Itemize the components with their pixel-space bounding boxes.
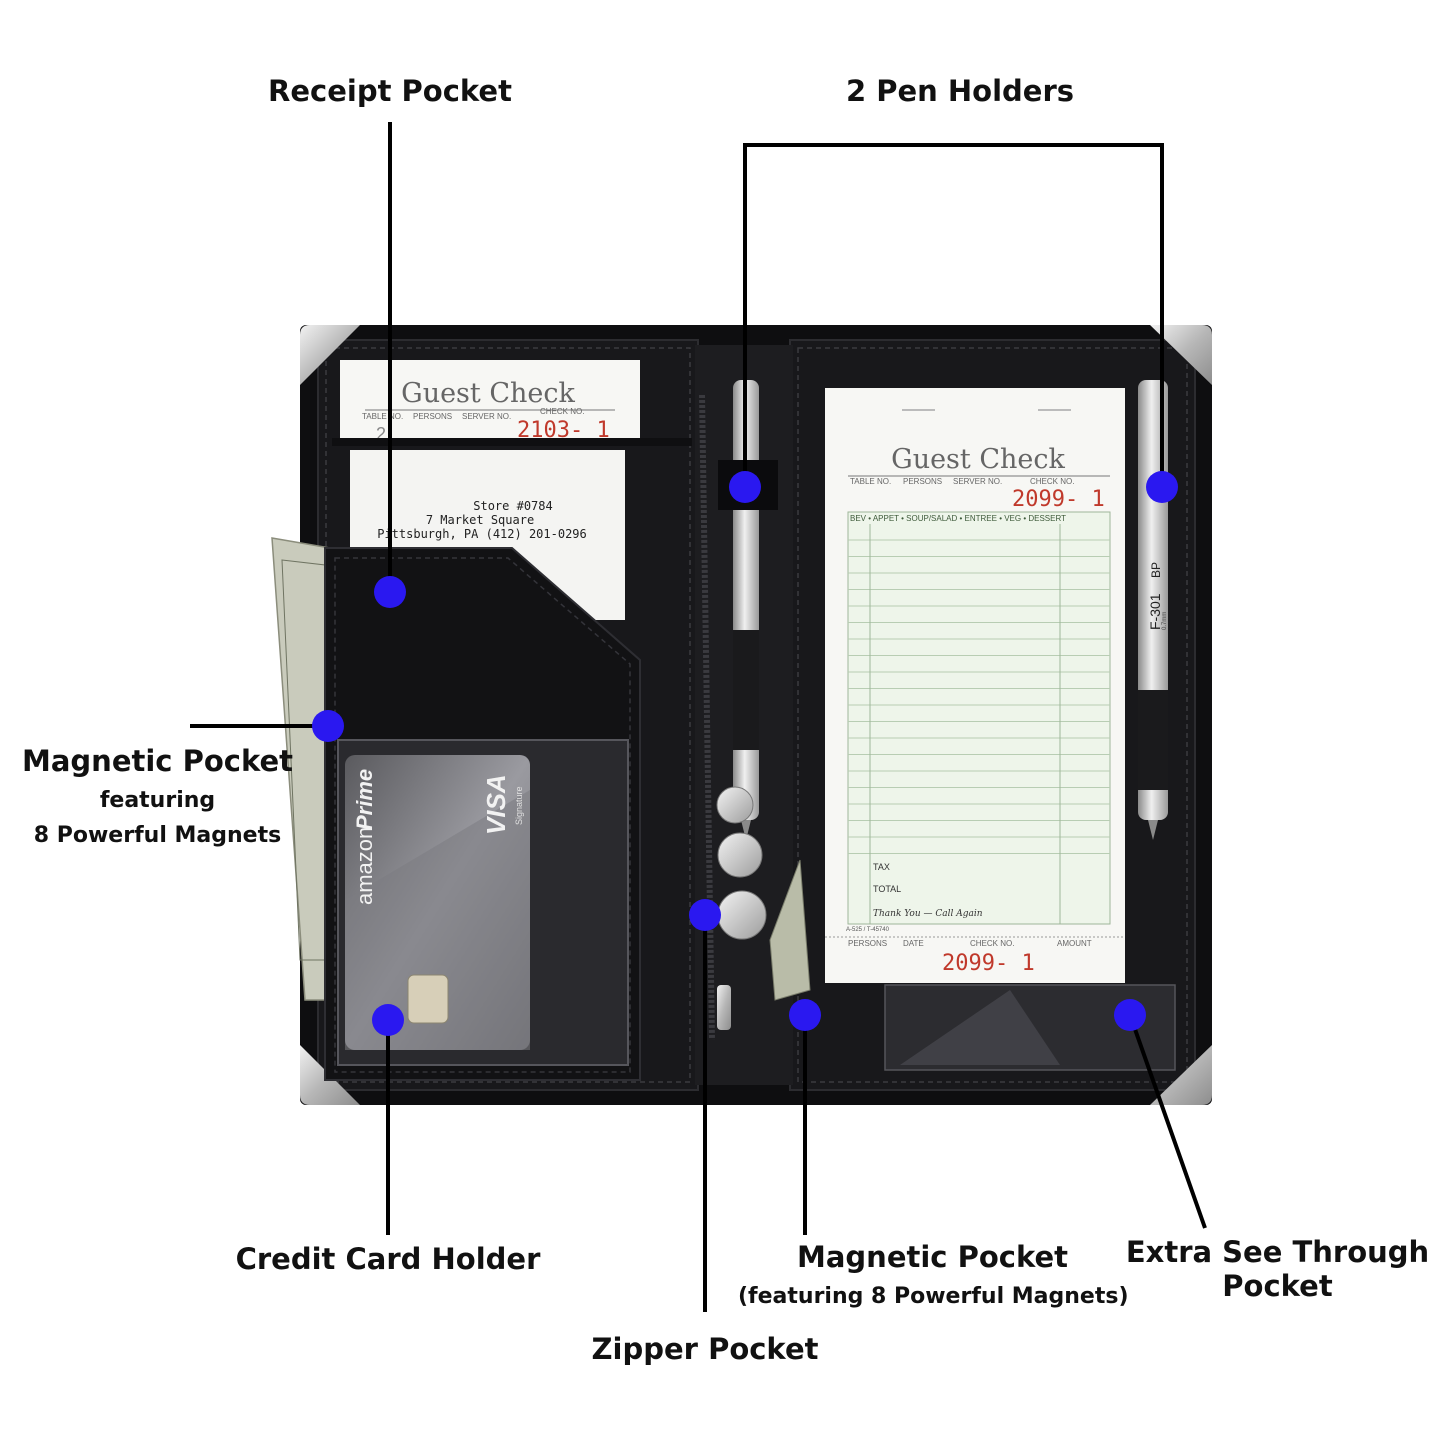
card-network-visa: VISA [481, 774, 511, 835]
large-check-form-code: A-525 / T-45740 [846, 927, 890, 933]
label-receipt-pocket: Receipt Pocket [268, 74, 512, 108]
small-guest-check: Guest Check TABLE NO. PERSONS SERVER NO.… [332, 360, 692, 446]
pen-right-badge: BP [1149, 562, 1163, 578]
marker-pen-holder-right [1146, 471, 1178, 503]
large-check-title: Guest Check [891, 444, 1065, 475]
coin-1 [716, 786, 754, 824]
pen-right-size: 0.7mm [1162, 612, 1168, 630]
stub-col-check: CHECK NO. [970, 939, 1014, 948]
coin-3 [717, 890, 767, 940]
label-extra-pocket-line1: Extra See Through [1125, 1235, 1430, 1269]
corner-top-left [300, 325, 360, 385]
small-check-col-persons: PERSONS [413, 412, 452, 421]
corner-top-right [1150, 325, 1212, 385]
marker-magnetic-pocket-right [789, 999, 821, 1031]
large-check-col-table: TABLE NO. [850, 477, 891, 486]
label-extra-pocket-line2: Pocket [1222, 1269, 1333, 1303]
large-check-col-persons: PERSONS [903, 477, 942, 486]
label-pen-holders: 2 Pen Holders [845, 74, 1075, 108]
small-check-col-check: CHECK NO. [540, 407, 584, 416]
large-check-tax: TAX [873, 862, 890, 872]
zipper-pull [717, 985, 731, 1030]
card-network-signature: Signature [514, 786, 524, 825]
receipt-pocket-edge [332, 438, 692, 446]
marker-zipper-pocket [689, 899, 721, 931]
marker-extra-pocket [1114, 999, 1146, 1031]
marker-receipt-pocket [374, 576, 406, 608]
flap-stitching [334, 557, 631, 1073]
large-check-thanks: Thank You — Call Again [873, 909, 983, 919]
see-through-pocket: F-301 BP 0.7mm [884, 380, 1176, 1071]
receipt-line-1: Store #0784 [473, 499, 552, 513]
small-check-table-value: 2 [376, 424, 386, 444]
card-chip [407, 974, 449, 1024]
large-check-grid [847, 511, 1111, 925]
large-check-rows [848, 539, 1110, 854]
corner-bottom-right [1150, 1045, 1212, 1105]
label-magnetic-pocket-left-sub1: featuring [99, 788, 216, 813]
zipper-track [699, 394, 715, 1041]
card-diagonal-band [345, 790, 530, 1050]
right-stitching [797, 347, 1188, 1083]
large-guest-check: Guest Check TABLE NO. PERSONS SERVER NO.… [825, 388, 1125, 983]
large-check-total: TOTAL [873, 884, 901, 894]
label-magnetic-pocket-left-sub2: 8 Powerful Magnets [33, 823, 282, 848]
card-brand-amazon: amazon [352, 827, 377, 905]
receipt-line-3: Pittsburgh, PA (412) 201-0296 [377, 527, 587, 541]
stub-col-date: DATE [903, 939, 924, 948]
stub-col-amount: AMOUNT [1057, 939, 1092, 948]
label-credit-card-holder: Credit Card Holder [235, 1242, 541, 1276]
pen-left-tip [741, 820, 751, 840]
pen-right-grip [1138, 690, 1168, 790]
marker-credit-card-holder [372, 1004, 404, 1036]
see-through-reflection [900, 990, 1060, 1065]
large-check-col-check: CHECK NO. [1030, 477, 1074, 486]
stub-col-persons: PERSONS [848, 939, 887, 948]
label-magnetic-pocket-right-sub: (featuring 8 Powerful Magnets) [738, 1284, 1129, 1309]
receipt-line-2: 7 Market Square [426, 513, 534, 527]
leader-pen-holders [743, 143, 1164, 490]
large-check-number: 2099- 1 [1012, 487, 1105, 512]
marker-magnetic-pocket-left [312, 710, 344, 742]
small-check-col-server: SERVER NO. [462, 412, 511, 421]
label-magnetic-pocket-right: Magnetic Pocket [797, 1240, 1068, 1274]
markers [312, 471, 1178, 1036]
folded-bill [769, 859, 811, 1001]
stub-check-number: 2099- 1 [942, 951, 1035, 976]
label-zipper-pocket: Zipper Pocket [591, 1332, 819, 1366]
credit-card-sleeve: amazon Prime VISA Signature [337, 739, 629, 1066]
pen-left-grip [733, 630, 759, 750]
pen-right-model: F-301 [1147, 593, 1163, 630]
label-magnetic-pocket-left: Magnetic Pocket [22, 744, 293, 778]
large-check-col-server: SERVER NO. [953, 477, 1002, 486]
pen-right-tip [1148, 820, 1158, 840]
marker-pen-holder-left [729, 471, 761, 503]
leader-lines [190, 122, 1207, 1312]
leader-extra-pocket [1128, 1014, 1207, 1229]
large-check-categories: BEV • APPET • SOUP/SALAD • ENTREE • VEG … [850, 514, 1066, 523]
card-brand-prime: Prime [352, 769, 377, 830]
small-check-title: Guest Check [401, 378, 575, 409]
small-check-col-table: TABLE NO. [362, 412, 403, 421]
coin-2 [717, 832, 763, 878]
